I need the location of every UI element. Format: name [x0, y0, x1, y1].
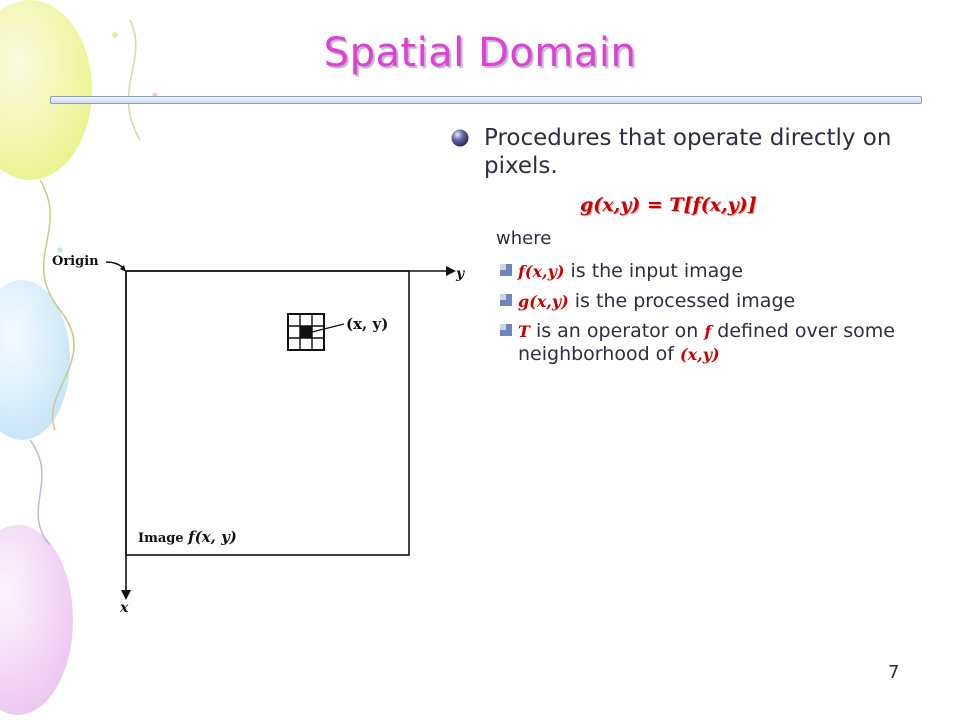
- slide-title: Spatial Domain: [323, 30, 637, 76]
- y-axis-arrow-icon: [446, 266, 456, 276]
- x-axis-label: x: [119, 600, 129, 616]
- page-number: 7: [888, 662, 900, 683]
- square-bullet-icon: [500, 294, 512, 306]
- sub-bullet-text: defined over some neighborhood of: [518, 320, 895, 365]
- balloon-string: [39, 179, 75, 431]
- origin-pointer-arrow-icon: [120, 265, 126, 272]
- square-bullet-icon: [500, 264, 512, 276]
- var-f: f(x,y): [518, 262, 565, 281]
- sub-bullet-text: is the input image: [564, 260, 744, 282]
- point-label: (x, y): [346, 315, 388, 333]
- var-T: T: [518, 322, 530, 341]
- var-xy: (x,y): [680, 345, 720, 364]
- blue-balloon: [0, 280, 70, 440]
- spatial-domain-diagram: y x Origin (x, y) Image f(x, y): [52, 254, 465, 616]
- var-f: f: [704, 322, 712, 341]
- x-axis-arrow-icon: [121, 590, 131, 600]
- pink-balloon: [0, 525, 73, 715]
- var-g: g(x,y): [518, 292, 569, 311]
- main-bullet-text: Procedures that operate directly on pixe…: [484, 125, 892, 179]
- balloon-string: [29, 439, 51, 546]
- image-region: [125, 270, 410, 556]
- sub-bullet-text: is the processed image: [568, 290, 796, 312]
- formula: g(x,y) = T[f(x,y)]: [580, 194, 757, 216]
- y-axis-label: y: [455, 266, 465, 282]
- image-label: Image f(x, y): [138, 528, 237, 546]
- origin-label: Origin: [52, 254, 99, 269]
- where-label: where: [496, 228, 552, 249]
- confetti: [57, 247, 63, 253]
- image-label-func: f(x, y): [187, 528, 237, 546]
- confetti: [112, 32, 118, 38]
- balloon-string: [127, 19, 141, 141]
- sub-bullet-text: is an operator on: [529, 320, 705, 342]
- sphere-bullet-icon: [451, 129, 469, 147]
- yellow-balloon: [0, 0, 92, 180]
- image-label-text: Image: [138, 531, 188, 546]
- square-bullet-icon: [500, 324, 512, 336]
- title-underline-bar: [50, 96, 922, 104]
- neighborhood-grid: [287, 313, 325, 351]
- point-pointer: [311, 323, 345, 333]
